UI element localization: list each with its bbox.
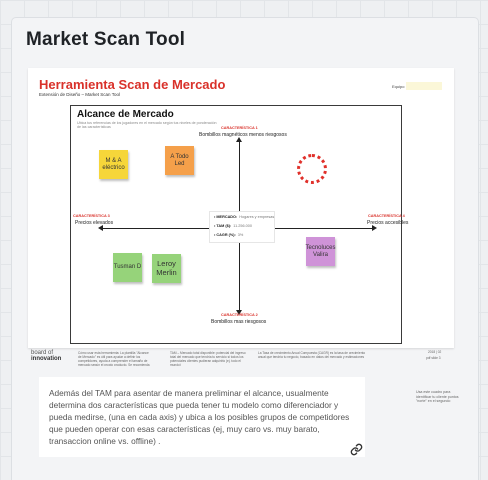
characteristic-3-desc: Precios elevados [75, 220, 114, 226]
characteristic-4-desc: Precios accesibles [367, 220, 409, 226]
footer-how-to: Cómo usar esta herramienta: La plantilla… [78, 351, 150, 366]
mercado-value: Hogares y empresas [239, 215, 275, 219]
canvas-title: Alcance de Mercado [77, 109, 174, 120]
team-label: Equipo [392, 84, 405, 89]
sheet-title: Herramienta Scan de Mercado [39, 77, 226, 92]
tam-value: 11.256.000 [233, 224, 253, 228]
footer-tam-note: TAM – Mercado total disponible: potencia… [170, 351, 246, 366]
sticky-note[interactable]: Tecnoluces Valira [305, 237, 336, 266]
characteristic-2-desc: Bombillos mas riesgosos [211, 319, 267, 325]
market-scope-canvas[interactable]: Alcance de Mercado Ubica tus referencias… [70, 105, 408, 344]
link-icon[interactable] [350, 443, 363, 461]
arrow-up-icon [236, 137, 242, 142]
cagr-label: • CAGR (%): [214, 233, 236, 237]
sticky-note[interactable]: Tusman D [113, 253, 142, 282]
characteristic-1-desc: Bombillos magnéticos menos riesgosos [199, 132, 287, 138]
sticky-note[interactable]: Leroy Merlin [152, 254, 181, 283]
characteristic-3-label: CARACTERÍSTICA 3 [73, 214, 110, 218]
mercado-label: • MERCADO: [214, 215, 238, 219]
template-sheet[interactable]: Herramienta Scan de Mercado Extensión de… [28, 68, 454, 366]
footer-page: 2018 | 02 [428, 350, 442, 354]
market-info-box[interactable]: • MERCADO:Hogares y empresas • TAM ($):1… [209, 211, 275, 243]
cagr-value: 3% [237, 233, 244, 237]
sticky-note[interactable]: M & A eléctrico [99, 150, 128, 179]
side-note[interactable]: Usa este cuadro para identificar tu clie… [416, 390, 459, 404]
frame-title: Market Scan Tool [26, 29, 186, 50]
arrow-right-icon [372, 225, 377, 231]
note-text: Además del TAM para asentar de manera pr… [49, 388, 350, 447]
team-field[interactable] [406, 82, 442, 90]
characteristic-4-label: CARACTERÍSTICA 4 [368, 214, 405, 218]
arrow-left-icon [98, 225, 103, 231]
characteristic-2-label: CARACTERÍSTICA 2 [221, 313, 258, 317]
tam-label: • TAM ($): [214, 224, 232, 228]
footer-cagr-note: La Tasa de crecimiento Anual Compuesta (… [258, 351, 366, 360]
canvas-description: Ubica tus referencias de los jugadores e… [77, 121, 217, 130]
dotted-circle-marker[interactable] [297, 154, 327, 184]
text-note[interactable]: Además del TAM para asentar de manera pr… [39, 377, 365, 457]
board-of-innovation-logo: board of innovation [31, 350, 62, 363]
arrow-down-icon [236, 310, 242, 315]
characteristic-1-label: CARACTERÍSTICA 1 [221, 126, 258, 130]
sticky-note[interactable]: A Todo Led [165, 146, 194, 175]
footer-page-2: pdf slide 3 [426, 356, 441, 360]
sheet-subtitle: Extensión de Diseño – Market Scan Tool [39, 92, 120, 97]
